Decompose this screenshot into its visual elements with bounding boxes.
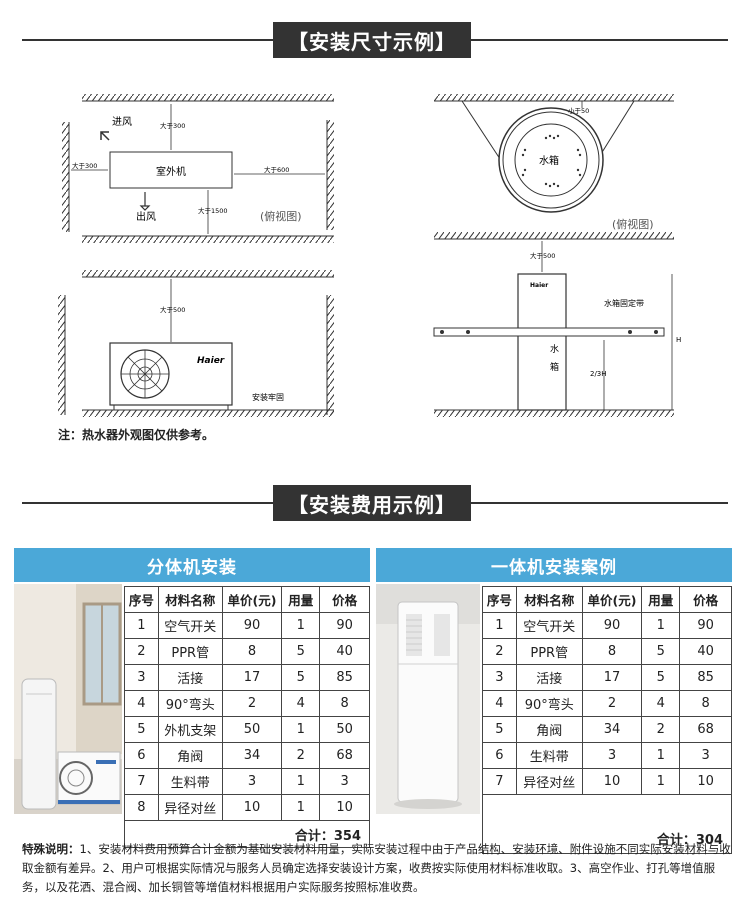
col-quantity: 用量 (281, 586, 321, 613)
integrated-unit-photo (376, 584, 480, 814)
svg-text:水: 水 (550, 343, 559, 355)
svg-text:水箱固定带: 水箱固定带 (604, 298, 644, 308)
svg-text:小于50: 小于50 (568, 106, 589, 115)
col-unit-price: 单价(元) (581, 586, 643, 613)
svg-text:大于300: 大于300 (160, 121, 185, 130)
svg-text:大于500: 大于500 (530, 251, 555, 260)
installation-diagram: 室外机 大于300 大于300 大于600 大于1500 进风 出风 (俯视图)… (58, 94, 681, 417)
integrated-install-panel: 一体机安装案例 序号 材料名称 单价(元) 用量 价格 (376, 548, 732, 854)
section-title-cost: 【安装费用示例】 (273, 485, 471, 521)
special-notes: 特殊说明：1、安装材料费用预算合计金额为基础安装材料用量，实际安装过程中由于产品… (22, 840, 732, 897)
svg-text:出风: 出风 (136, 210, 156, 223)
svg-text:大于300: 大于300 (72, 161, 97, 170)
col-price: 价格 (319, 586, 370, 613)
tank-side-view: 大于500 Haier 水箱固定带 水 箱 H 2/3H (433, 232, 681, 417)
svg-text:Haier: Haier (197, 356, 225, 366)
svg-text:箱: 箱 (550, 361, 559, 373)
col-index: 序号 (482, 586, 517, 613)
table-header-row: 序号 材料名称 单价(元) 用量 价格 (482, 586, 732, 613)
svg-text:(俯视图): (俯视图) (612, 217, 654, 231)
appearance-note: 注：热水器外观图仅供参考。 (58, 428, 215, 442)
col-price: 价格 (679, 586, 732, 613)
split-install-panel: 分体机安装 序号 材料名称 单价(元) 用量 价格 (14, 548, 370, 848)
table-total-row: 合计：304 (482, 794, 732, 854)
svg-text:安装牢固: 安装牢固 (252, 392, 284, 402)
svg-text:进风: 进风 (112, 116, 132, 128)
svg-text:水箱: 水箱 (539, 154, 559, 167)
section-title-dimensions: 【安装尺寸示例】 (273, 22, 471, 58)
split-total: 合计：354 (124, 820, 370, 848)
integrated-heading: 一体机安装案例 (376, 548, 732, 582)
integrated-total: 合计：304 (482, 794, 732, 854)
outdoor-unit-label: 室外机 (156, 165, 186, 178)
col-material: 材料名称 (515, 586, 583, 613)
split-unit-photo (14, 584, 122, 814)
col-unit-price: 单价(元) (221, 586, 283, 613)
split-heading: 分体机安装 (14, 548, 370, 582)
svg-text:(俯视图): (俯视图) (260, 209, 302, 223)
svg-text:Haier: Haier (530, 282, 548, 289)
outdoor-unit-top-view: 室外机 大于300 大于300 大于600 大于1500 进风 出风 (俯视图) (62, 94, 334, 243)
svg-text:大于600: 大于600 (264, 165, 289, 174)
outdoor-unit-front-view: 大于500 Haier 安装牢固 (58, 270, 334, 417)
col-material: 材料名称 (157, 586, 223, 613)
svg-text:大于500: 大于500 (160, 305, 185, 314)
special-text: 1、安装材料费用预算合计金额为基础安装材料用量，实际安装过程中由于产品结构、安装… (22, 842, 731, 894)
special-label: 特殊说明： (22, 842, 80, 856)
col-quantity: 用量 (641, 586, 681, 613)
svg-text:H: H (676, 336, 681, 344)
svg-text:2/3H: 2/3H (590, 370, 607, 378)
svg-text:大于1500: 大于1500 (198, 206, 228, 215)
col-index: 序号 (124, 586, 159, 613)
table-header-row: 序号 材料名称 单价(元) 用量 价格 (124, 586, 370, 613)
table-total-row: 合计：354 (124, 820, 370, 848)
tank-top-view: 水箱 小于50 (俯视图) (434, 94, 674, 231)
